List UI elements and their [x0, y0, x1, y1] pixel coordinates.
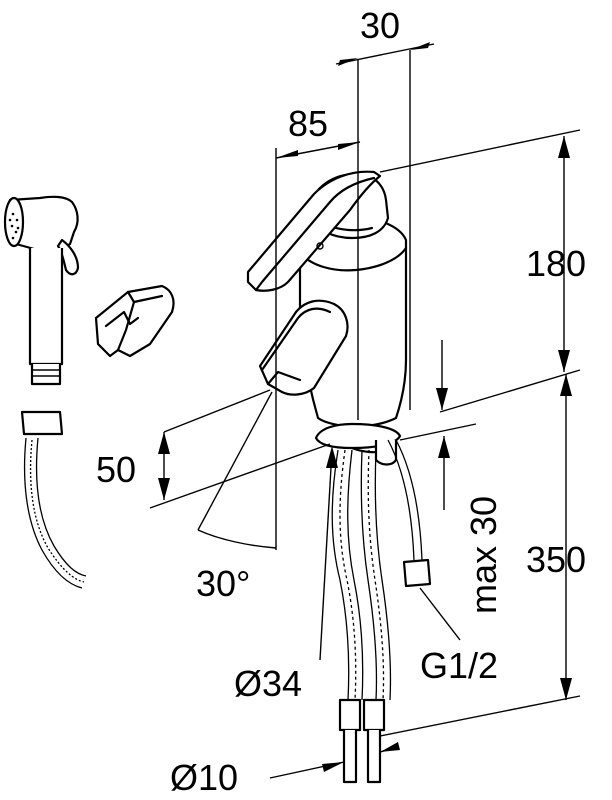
- dim-spout-clearance: 50: [96, 449, 136, 490]
- dim-spout-angle: 30°: [196, 563, 250, 604]
- shower-hose: [20, 410, 87, 589]
- dim-height-above-deck: 180: [526, 243, 586, 284]
- dim-hose-length: 350: [526, 539, 586, 580]
- hand-shower: [3, 195, 80, 386]
- dim-max-deck-thickness: max 30: [463, 496, 504, 614]
- dimension-lines: [149, 42, 581, 779]
- wall-holder: [94, 284, 175, 358]
- mixer-body: [246, 170, 408, 466]
- dimension-labels: 30 85 180 50 30° max 30 350 Ø34 G1/2 Ø10: [96, 5, 586, 798]
- dim-spout-reach: 85: [288, 103, 328, 144]
- supply-hoses: [331, 439, 432, 784]
- dim-connection-thread: G1/2: [420, 645, 498, 686]
- dim-base-diameter: Ø34: [234, 663, 302, 704]
- dim-hose-end-diameter: Ø10: [170, 757, 238, 798]
- dim-top-offset: 30: [360, 5, 400, 46]
